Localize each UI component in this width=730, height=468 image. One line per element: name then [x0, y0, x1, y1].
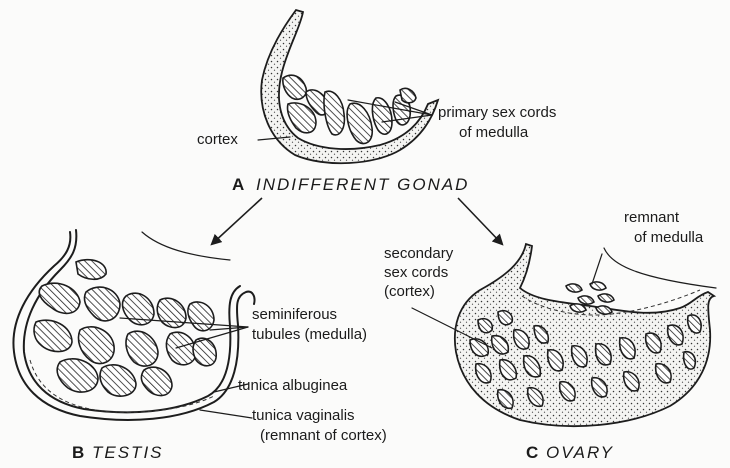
- primary-cord: [372, 98, 392, 134]
- testis-attachment-line: [142, 232, 230, 260]
- seminiferous-tubule: [57, 359, 98, 392]
- panel-c-title: OVARY: [546, 443, 614, 462]
- cortex-label: cortex: [197, 131, 238, 148]
- seminiferous-tubule: [188, 302, 214, 331]
- ovary-attachment-line: [604, 248, 716, 288]
- primary-sex-cords-label: primary sex cords: [438, 104, 556, 121]
- panel-a-title: INDIFFERENT GONAD: [256, 175, 469, 194]
- seminiferous-label: seminiferous: [252, 306, 337, 323]
- tunica-albuginea-label: tunica albuginea: [238, 377, 348, 394]
- panel-b-letter: B: [72, 443, 84, 462]
- of-medulla-label: of medulla: [459, 124, 529, 141]
- seminiferous-tubule: [76, 260, 106, 280]
- seminiferous-tubule: [34, 320, 72, 351]
- secondary-label: secondary: [384, 245, 454, 262]
- seminiferous-tubule: [166, 332, 196, 365]
- seminiferous-tubule: [126, 331, 158, 366]
- indifferent-gonad-drawing: [258, 10, 438, 163]
- ovary-drawing: [412, 244, 716, 426]
- seminiferous-tubule: [78, 327, 114, 364]
- cortex-paren-label: (cortex): [384, 283, 435, 300]
- testis-drawing: [13, 230, 254, 420]
- leader-line: [200, 410, 252, 418]
- of-medulla-label-c: of medulla: [634, 229, 704, 246]
- seminiferous-tubule: [157, 298, 186, 327]
- remnant-of-cortex-label: (remnant of cortex): [260, 427, 387, 444]
- leader-line: [592, 254, 602, 284]
- seminiferous-tubule: [39, 283, 80, 313]
- primary-cord: [347, 103, 372, 143]
- tunica-vaginalis-label: tunica vaginalis: [252, 407, 355, 424]
- panel-b-title: TESTIS: [92, 443, 164, 462]
- primary-cord: [283, 75, 306, 99]
- panel-c-letter: C: [526, 443, 538, 462]
- primary-cord: [324, 91, 344, 135]
- tubules-medulla-label: tubules (medulla): [252, 326, 367, 343]
- seminiferous-tubule: [141, 367, 172, 395]
- primary-cord: [400, 88, 416, 102]
- sex-cords-label: sex cords: [384, 264, 448, 281]
- remnant-label: remnant: [624, 209, 680, 226]
- arrow-to-testis: [212, 198, 262, 244]
- seminiferous-tubule: [84, 287, 120, 321]
- panel-a-letter: A: [232, 175, 244, 194]
- seminiferous-tubule: [100, 365, 136, 396]
- arrow-to-ovary: [458, 198, 502, 244]
